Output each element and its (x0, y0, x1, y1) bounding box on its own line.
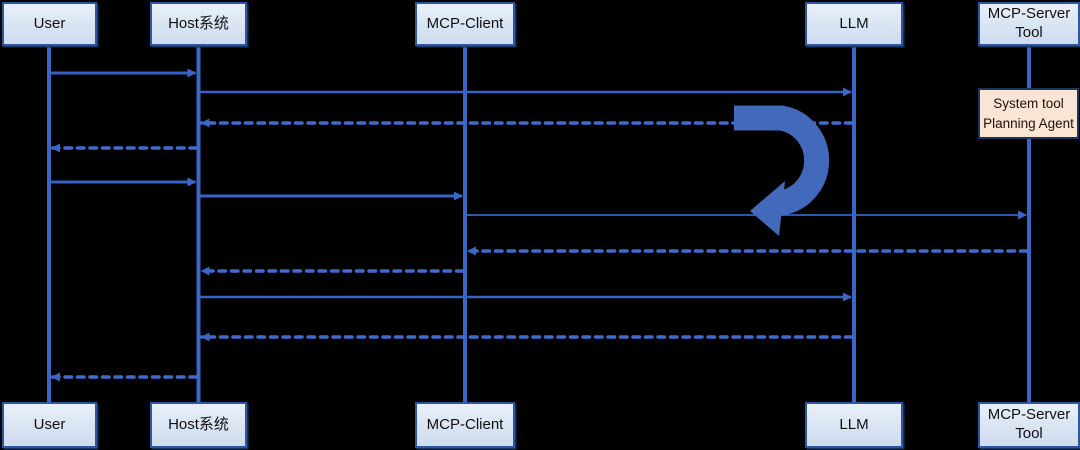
participant-top-mcp-server-tool: MCP-Server Tool (978, 2, 1080, 46)
participant-bottom-host: Host系统 (150, 402, 247, 448)
note-system-tool-planning-agent: System tool Planning Agent (978, 88, 1079, 139)
redirect-curved-arrow (734, 105, 830, 236)
participant-bottom-mcp-server-tool: MCP-Server Tool (978, 402, 1080, 448)
participant-top-user: User (2, 2, 97, 46)
lifelines (47, 46, 1031, 403)
participant-top-host: Host系统 (150, 2, 247, 46)
participant-top-mcp-client: MCP-Client (415, 2, 515, 46)
participant-bottom-mcp-client: MCP-Client (415, 402, 515, 448)
messages (50, 68, 1029, 382)
participant-bottom-user: User (2, 402, 97, 448)
redirect-curved-arrowhead (750, 181, 785, 236)
participant-bottom-llm: LLM (805, 402, 903, 448)
redirect-curved-arrow-body (734, 105, 830, 216)
participant-top-llm: LLM (805, 2, 903, 46)
